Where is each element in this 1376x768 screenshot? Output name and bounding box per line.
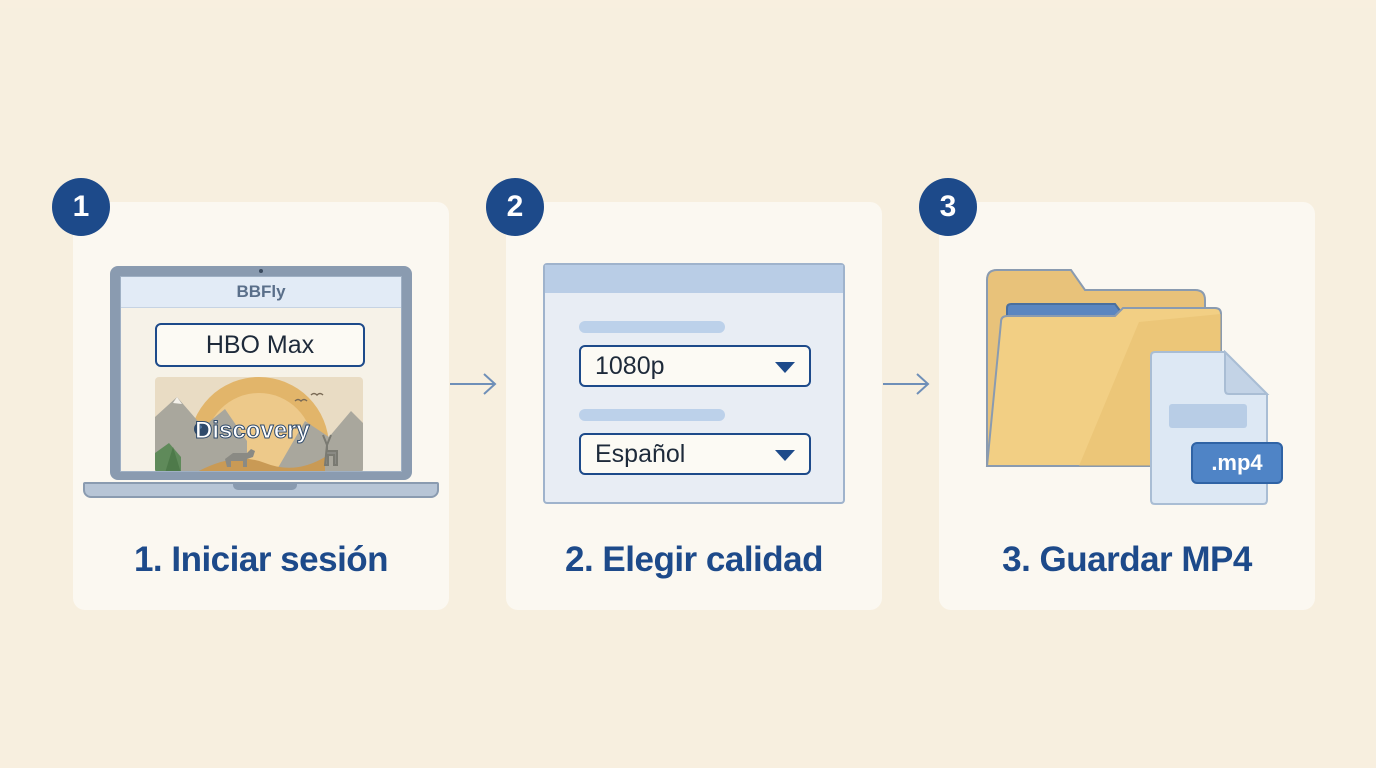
language-label-placeholder xyxy=(579,409,725,421)
language-value: Español xyxy=(595,439,686,468)
step-card-login: BBFly HBO Max xyxy=(73,202,449,610)
chevron-down-icon xyxy=(775,450,795,461)
arrow-right-icon xyxy=(883,373,930,395)
step-card-quality: 1080p Español 2. Elegir calidad xyxy=(506,202,882,610)
step-card-save: .mp4 3. Guardar MP4 xyxy=(939,202,1315,610)
laptop-screen: BBFly HBO Max xyxy=(110,266,412,480)
video-thumbnail[interactable]: Discovery xyxy=(155,377,363,471)
step-number-badge: 2 xyxy=(486,178,544,236)
thumbnail-label: Discovery xyxy=(195,417,311,445)
chevron-down-icon xyxy=(775,362,795,373)
service-selector[interactable]: HBO Max xyxy=(155,323,365,367)
quality-select[interactable]: 1080p xyxy=(579,345,811,387)
step-number-badge: 3 xyxy=(919,178,977,236)
app-name: BBFly xyxy=(121,277,401,308)
window-titlebar xyxy=(545,265,843,293)
thumbnail-illustration xyxy=(155,377,363,471)
file-extension-badge: .mp4 xyxy=(1191,442,1283,484)
step-title-save: 3. Guardar MP4 xyxy=(1002,540,1252,579)
settings-window-icon: 1080p Español xyxy=(543,263,845,504)
quality-value: 1080p xyxy=(595,351,665,380)
arrow-right-icon xyxy=(450,373,497,395)
step-number-badge: 1 xyxy=(52,178,110,236)
step-title-login: 1. Iniciar sesión xyxy=(133,540,389,579)
laptop-notch xyxy=(233,484,297,490)
app-window: BBFly HBO Max xyxy=(120,276,402,472)
quality-label-placeholder xyxy=(579,321,725,333)
step-title-quality: 2. Elegir calidad xyxy=(565,540,824,579)
laptop-base xyxy=(83,482,439,498)
file-icon xyxy=(1150,350,1270,505)
camera-icon xyxy=(259,269,263,273)
language-select[interactable]: Español xyxy=(579,433,811,475)
